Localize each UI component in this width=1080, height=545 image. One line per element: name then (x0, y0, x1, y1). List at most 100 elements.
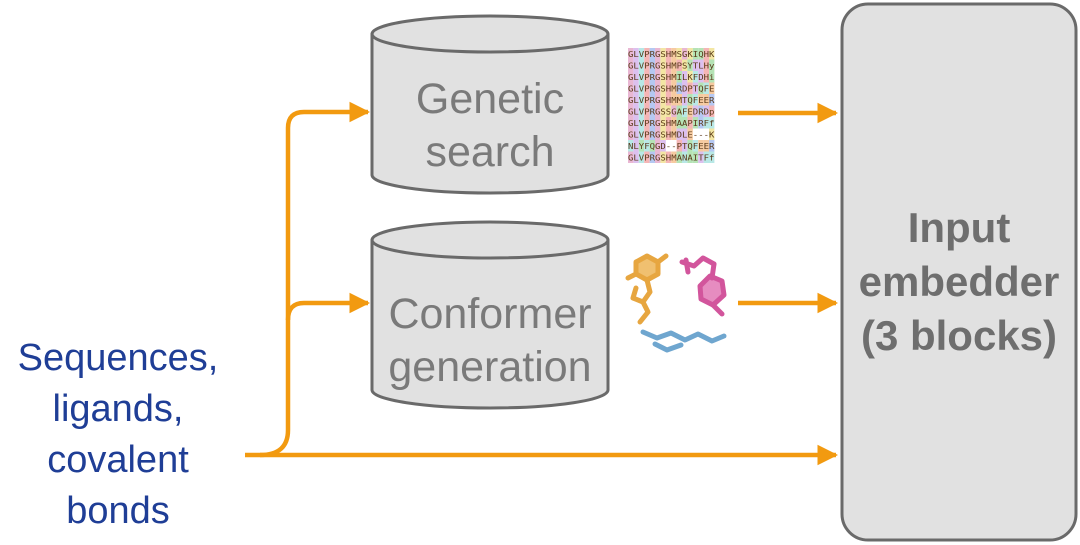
msa-cell (671, 82, 677, 94)
msa-cell (644, 128, 650, 140)
msa-cell (655, 117, 661, 129)
msa-row: GLVPRGSHMMTQFEER (628, 95, 714, 105)
msa-cell (698, 71, 704, 83)
msa-cell (655, 71, 661, 83)
msa-cell (671, 128, 677, 140)
inputs-label-4: bonds (66, 490, 170, 532)
msa-cell (676, 94, 682, 106)
msa-cell (676, 105, 682, 117)
msa-cell (649, 82, 655, 94)
msa-cell (703, 82, 709, 94)
inputs-label-3: covalent (47, 439, 189, 481)
msa-cell (703, 117, 709, 129)
inputs-label-1: Sequences, (18, 337, 219, 379)
msa-cell (692, 59, 699, 71)
msa-cell (644, 151, 650, 163)
msa-cell (692, 117, 699, 129)
msa-cell (628, 71, 634, 83)
msa-cell (655, 128, 661, 140)
msa-cell (692, 140, 699, 152)
msa-cell (655, 59, 661, 71)
msa-cell (638, 128, 645, 140)
msa-cell (703, 105, 709, 117)
msa-cell (709, 105, 715, 117)
input-to-genetic-search-arrow (259, 101, 371, 458)
msa-cell (633, 48, 639, 60)
msa-cell (692, 151, 699, 163)
msa-cell (649, 59, 655, 71)
input-to-conformer-arrow (285, 292, 371, 321)
msa-cell (687, 140, 693, 152)
msa-cell (660, 48, 666, 60)
conformer-label-1: Conformer (388, 290, 591, 338)
msa-cell (660, 59, 666, 71)
msa-cell (692, 48, 699, 60)
msa-cell (644, 140, 650, 152)
genetic-search-label-1: Genetic (416, 75, 564, 123)
msa-cell (687, 48, 693, 60)
msa-cell (709, 82, 715, 94)
msa-cell (698, 94, 704, 106)
msa-cell (655, 94, 661, 106)
connector-arrows (245, 101, 839, 466)
msa-cell (633, 82, 639, 94)
msa-cell (671, 48, 677, 60)
msa-cell (660, 94, 666, 106)
msa-cell (628, 105, 634, 117)
msa-cell (676, 151, 682, 163)
msa-cell (665, 94, 672, 106)
msa-cell (655, 105, 661, 117)
msa-cell (703, 71, 709, 83)
msa-cell (692, 82, 699, 94)
msa-cell (633, 94, 639, 106)
msa-cell (649, 117, 655, 129)
msa-cell (703, 59, 709, 71)
msa-cell (687, 94, 693, 106)
msa-cell (709, 59, 715, 71)
msa-cell (638, 71, 645, 83)
msa-cell (682, 94, 688, 106)
msa-cell (628, 94, 634, 106)
msa-cell (628, 59, 634, 71)
msa-cell (649, 105, 655, 117)
msa-cell (633, 151, 639, 163)
msa-alignment-image: GLVPRGSHMSGKIQHKGLVPRGSHMPSYTLHyGLVPRGSH… (628, 48, 714, 163)
pink-ligand-icon (679, 255, 727, 317)
msa-cell (671, 117, 677, 129)
msa-cell (660, 117, 666, 129)
msa-cell (682, 71, 688, 83)
msa-cell (660, 71, 666, 83)
embedder-label-2: embedder (859, 258, 1060, 305)
msa-cell (660, 105, 666, 117)
input-embedder-block: Input embedder (3 blocks) (840, 2, 1078, 542)
msa-cell (638, 140, 645, 152)
msa-cell (633, 140, 639, 152)
msa-cell (638, 105, 645, 117)
msa-cell (709, 128, 715, 140)
msa-cell (633, 117, 639, 129)
msa-cell (676, 48, 682, 60)
msa-cell (703, 94, 709, 106)
msa-cell (660, 140, 666, 152)
msa-cell (628, 117, 634, 129)
msa-cell (665, 128, 672, 140)
msa-cell (665, 71, 672, 83)
msa-cell (655, 151, 661, 163)
msa-cell (638, 48, 645, 60)
orange-ligand-icon (625, 253, 669, 325)
msa-cell (687, 151, 693, 163)
inputs-label: Sequences, ligands, covalent bonds (18, 337, 219, 532)
msa-cell (628, 48, 634, 60)
msa-cell (660, 82, 666, 94)
msa-cell (709, 48, 715, 60)
msa-cell (644, 94, 650, 106)
msa-cell (692, 94, 699, 106)
msa-row: NLYFQGD--PTQFEER (628, 141, 714, 151)
msa-row: GLVPRGSHMANAITFf (628, 152, 714, 162)
msa-cell (665, 117, 672, 129)
msa-cell (655, 140, 661, 152)
msa-cell (682, 140, 688, 152)
msa-cell (655, 48, 661, 60)
